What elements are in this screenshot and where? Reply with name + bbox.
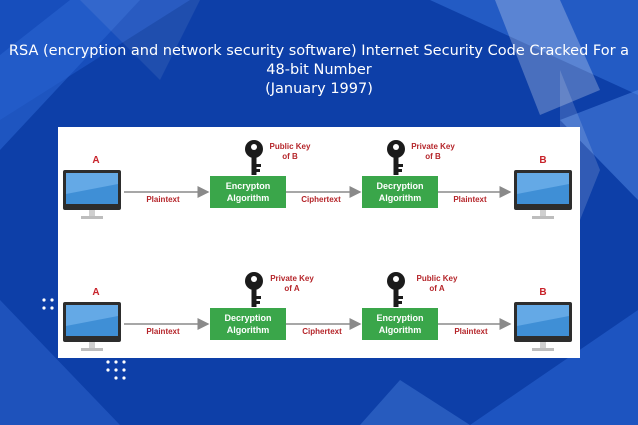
- bottom-receiver-label: B: [539, 287, 546, 298]
- bottom-key1-line1: Private Key: [270, 274, 314, 283]
- dot-grid-bottom: [106, 360, 126, 380]
- top-receiver-label: B: [539, 155, 546, 166]
- bottom-algo2-box: [362, 308, 438, 340]
- top-algo1-line2: Algorithm: [227, 193, 270, 203]
- bottom-key1-line2: of A: [284, 284, 299, 293]
- bottom-key2-line2: of A: [429, 284, 444, 293]
- top-flow: A Plaintext Encrypton Algorithm Public K…: [63, 140, 572, 219]
- top-plaintext-left: Plaintext: [146, 195, 180, 204]
- bottom-receiver-computer-icon: [514, 302, 572, 351]
- top-sender-computer-icon: [63, 170, 121, 219]
- top-ciphertext: Ciphertext: [301, 195, 341, 204]
- top-key2-line2: of B: [425, 152, 441, 161]
- top-key1-line2: of B: [282, 152, 298, 161]
- bottom-flow: A Plaintext Decryption Algorithm Private…: [63, 272, 572, 351]
- title-line-2: 48-bit Number: [266, 62, 372, 78]
- top-sender-label: A: [92, 155, 99, 166]
- top-key2-icon: [387, 140, 405, 175]
- top-plaintext-right: Plaintext: [453, 195, 487, 204]
- top-algo1-box: [210, 176, 286, 208]
- top-key2-line1: Private Key: [411, 142, 455, 151]
- bottom-plaintext-left: Plaintext: [146, 327, 180, 336]
- bottom-key2-line1: Public Key: [417, 274, 458, 283]
- bottom-algo1-line2: Algorithm: [227, 325, 270, 335]
- bottom-sender-label: A: [92, 287, 99, 298]
- bottom-ciphertext: Ciphertext: [302, 327, 342, 336]
- top-key1-line1: Public Key: [270, 142, 311, 151]
- top-algo2-box: [362, 176, 438, 208]
- dot-grid-left: [42, 298, 54, 310]
- title-line-1: RSA (encryption and network security sof…: [8, 43, 630, 59]
- bottom-algo1-line1: Decryption: [224, 313, 271, 323]
- bottom-algo1-box: [210, 308, 286, 340]
- bottom-sender-computer-icon: [63, 302, 121, 351]
- page-title: RSA (encryption and network security sof…: [0, 42, 638, 99]
- top-key1-icon: [245, 140, 263, 175]
- diagram-panel: A Plaintext Encrypton Algorithm Public K…: [58, 127, 580, 358]
- top-algo2-line1: Decryption: [376, 181, 423, 191]
- title-line-3: (January 1997): [265, 81, 373, 97]
- bottom-algo2-line2: Algorithm: [379, 325, 422, 335]
- bottom-key1-icon: [245, 272, 263, 307]
- bottom-plaintext-right: Plaintext: [454, 327, 488, 336]
- top-algo2-line2: Algorithm: [379, 193, 422, 203]
- top-receiver-computer-icon: [514, 170, 572, 219]
- bottom-algo2-line1: Encryption: [376, 313, 423, 323]
- top-algo1-line1: Encrypton: [226, 181, 271, 191]
- rsa-diagram: A Plaintext Encrypton Algorithm Public K…: [63, 140, 572, 351]
- bottom-key2-icon: [387, 272, 405, 307]
